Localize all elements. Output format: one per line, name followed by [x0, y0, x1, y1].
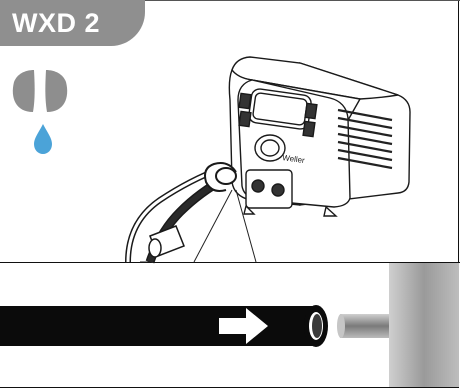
- nozzle-drop-icon: [13, 70, 67, 154]
- connector-nozzle: [337, 314, 390, 338]
- soldering-station: [229, 57, 410, 216]
- wall-socket: [389, 263, 459, 387]
- vacuum-tube: [0, 305, 328, 347]
